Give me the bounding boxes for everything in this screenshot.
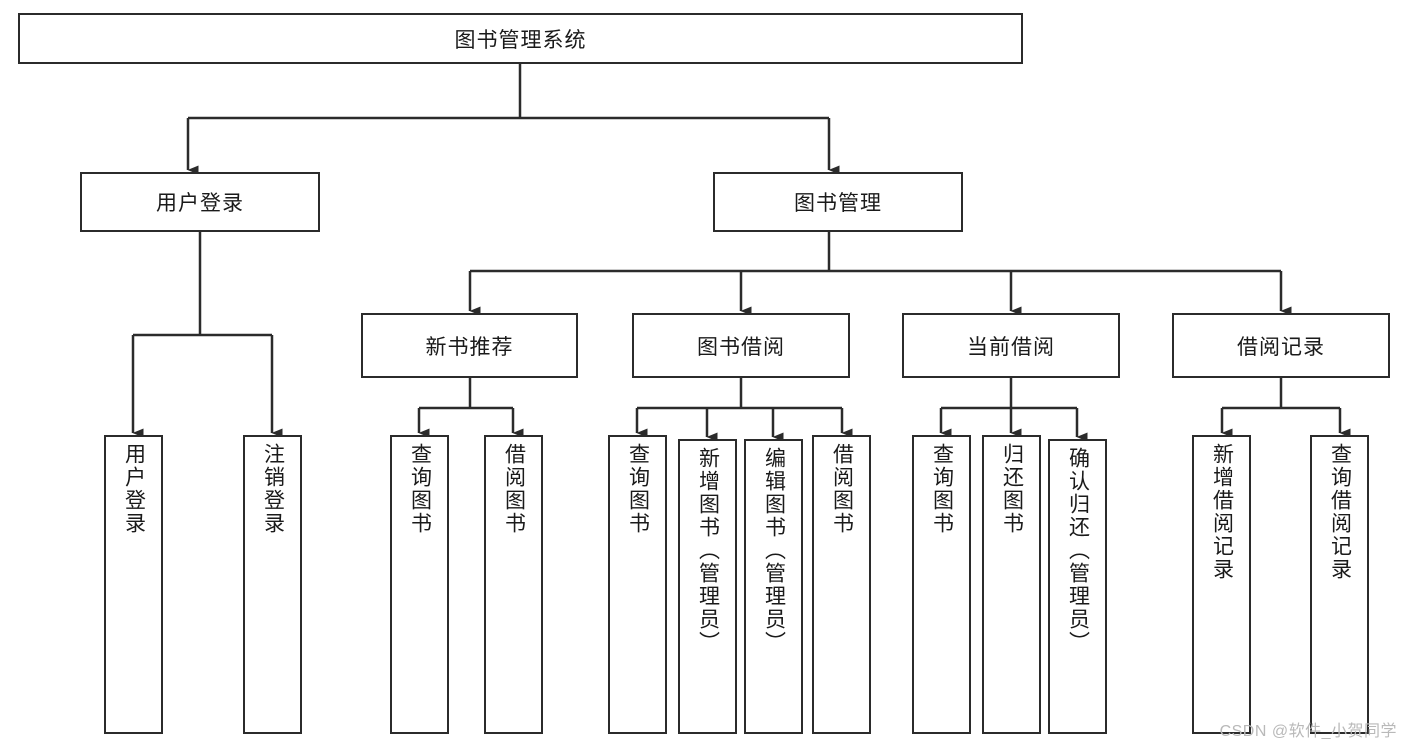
leaf-current-borrow-return-book[interactable]: 归还图书 [982, 435, 1041, 734]
node-label: 查询图书 [626, 443, 650, 535]
node-label: 借阅图书 [502, 443, 526, 535]
leaf-new-book-query-book[interactable]: 查询图书 [390, 435, 449, 734]
node-label: 查询图书 [930, 443, 954, 535]
leaf-current-borrow-confirm-return-admin[interactable]: 确认归还（管理员） [1048, 439, 1107, 734]
node-label: 当前借阅 [967, 335, 1055, 359]
leaf-book-borrow-borrow-book[interactable]: 借阅图书 [812, 435, 871, 734]
leaf-borrow-record-add-record[interactable]: 新增借阅记录 [1192, 435, 1251, 734]
node-current-borrow[interactable]: 当前借阅 [902, 313, 1120, 378]
node-borrow-record[interactable]: 借阅记录 [1172, 313, 1390, 378]
node-label: 新增图书（管理员） [696, 447, 720, 654]
node-label: 图书借阅 [697, 335, 785, 359]
node-book-management[interactable]: 图书管理 [713, 172, 963, 232]
leaf-book-borrow-add-book-admin[interactable]: 新增图书（管理员） [678, 439, 737, 734]
node-label: 归还图书 [1000, 443, 1024, 535]
leaf-book-borrow-edit-book-admin[interactable]: 编辑图书（管理员） [744, 439, 803, 734]
node-label: 查询图书 [408, 443, 432, 535]
node-label: 图书管理 [794, 192, 882, 215]
leaf-current-borrow-query-book[interactable]: 查询图书 [912, 435, 971, 734]
node-book-borrow[interactable]: 图书借阅 [632, 313, 850, 378]
leaf-new-book-borrow-book[interactable]: 借阅图书 [484, 435, 543, 734]
leaf-user-login-logout[interactable]: 注销登录 [243, 435, 302, 734]
leaf-borrow-record-query-record[interactable]: 查询借阅记录 [1310, 435, 1369, 734]
leaf-book-borrow-query-book[interactable]: 查询图书 [608, 435, 667, 734]
node-root-book-management-system[interactable]: 图书管理系统 [18, 13, 1023, 64]
node-label: 注销登录 [261, 443, 285, 535]
node-label: 用户登录 [122, 443, 146, 535]
leaf-user-login-login[interactable]: 用户登录 [104, 435, 163, 734]
node-new-book-recommend[interactable]: 新书推荐 [361, 313, 578, 378]
node-label: 新增借阅记录 [1210, 443, 1234, 581]
node-label: 借阅图书 [830, 443, 854, 535]
node-label: 用户登录 [156, 192, 244, 215]
node-label: 编辑图书（管理员） [762, 447, 786, 654]
node-label: 借阅记录 [1237, 335, 1325, 359]
node-label: 新书推荐 [425, 335, 514, 359]
node-label: 查询借阅记录 [1328, 443, 1352, 581]
node-user-login[interactable]: 用户登录 [80, 172, 320, 232]
node-label: 图书管理系统 [454, 28, 587, 52]
csdn-watermark: CSDN @软件_小贺同学 [1219, 723, 1397, 740]
node-label: 确认归还（管理员） [1066, 447, 1090, 654]
